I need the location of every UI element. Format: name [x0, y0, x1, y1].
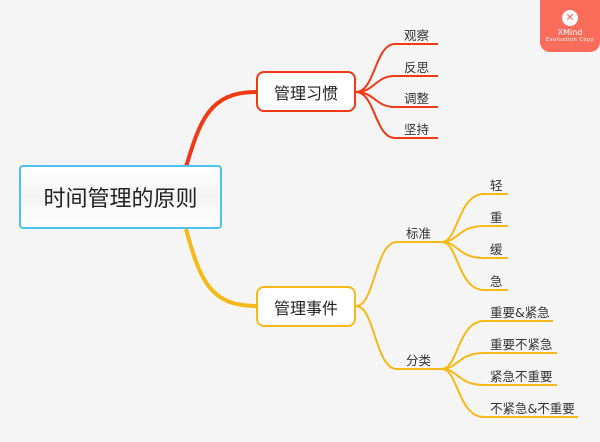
event-connectors — [355, 193, 578, 418]
x-icon: ✕ — [562, 10, 578, 26]
leaf-urgent-not-important[interactable]: 紧急不重要 — [490, 369, 553, 384]
subtopic-observe[interactable]: 观察 — [404, 28, 430, 43]
topic-events[interactable]: 管理事件 — [256, 286, 356, 327]
subtopic-reflect[interactable]: 反思 — [404, 60, 430, 75]
leaf-important-not-urgent[interactable]: 重要不紧急 — [490, 337, 553, 352]
watermark-subtitle: Evaluation Copy — [545, 37, 595, 43]
topic-habits-label: 管理习惯 — [273, 83, 338, 103]
leaf-heavy[interactable]: 重 — [490, 210, 503, 225]
subtopic-standard[interactable]: 标准 — [406, 226, 432, 241]
xmind-watermark: ✕ XMind Evaluation Copy — [540, 0, 600, 52]
habit-connectors — [355, 43, 438, 139]
connector-root-events — [184, 228, 257, 308]
leaf-urgent[interactable]: 急 — [490, 274, 503, 289]
leaf-slow[interactable]: 缓 — [490, 242, 503, 257]
subtopic-persist[interactable]: 坚持 — [404, 122, 430, 137]
root-topic-label: 时间管理的原则 — [43, 187, 198, 212]
root-topic[interactable]: 时间管理的原则 — [19, 165, 222, 229]
leaf-important-urgent[interactable]: 重要&紧急 — [490, 305, 550, 320]
watermark-brand: XMind — [557, 28, 583, 37]
topic-events-label: 管理事件 — [273, 298, 338, 318]
leaf-not-urgent-not-important[interactable]: 不紧急&不重要 — [490, 401, 575, 416]
connector-root-habits — [184, 90, 257, 168]
subtopic-adjust[interactable]: 调整 — [404, 91, 430, 106]
topic-habits[interactable]: 管理习惯 — [256, 71, 356, 112]
subtopic-category[interactable]: 分类 — [406, 353, 432, 368]
leaf-light[interactable]: 轻 — [490, 178, 503, 193]
